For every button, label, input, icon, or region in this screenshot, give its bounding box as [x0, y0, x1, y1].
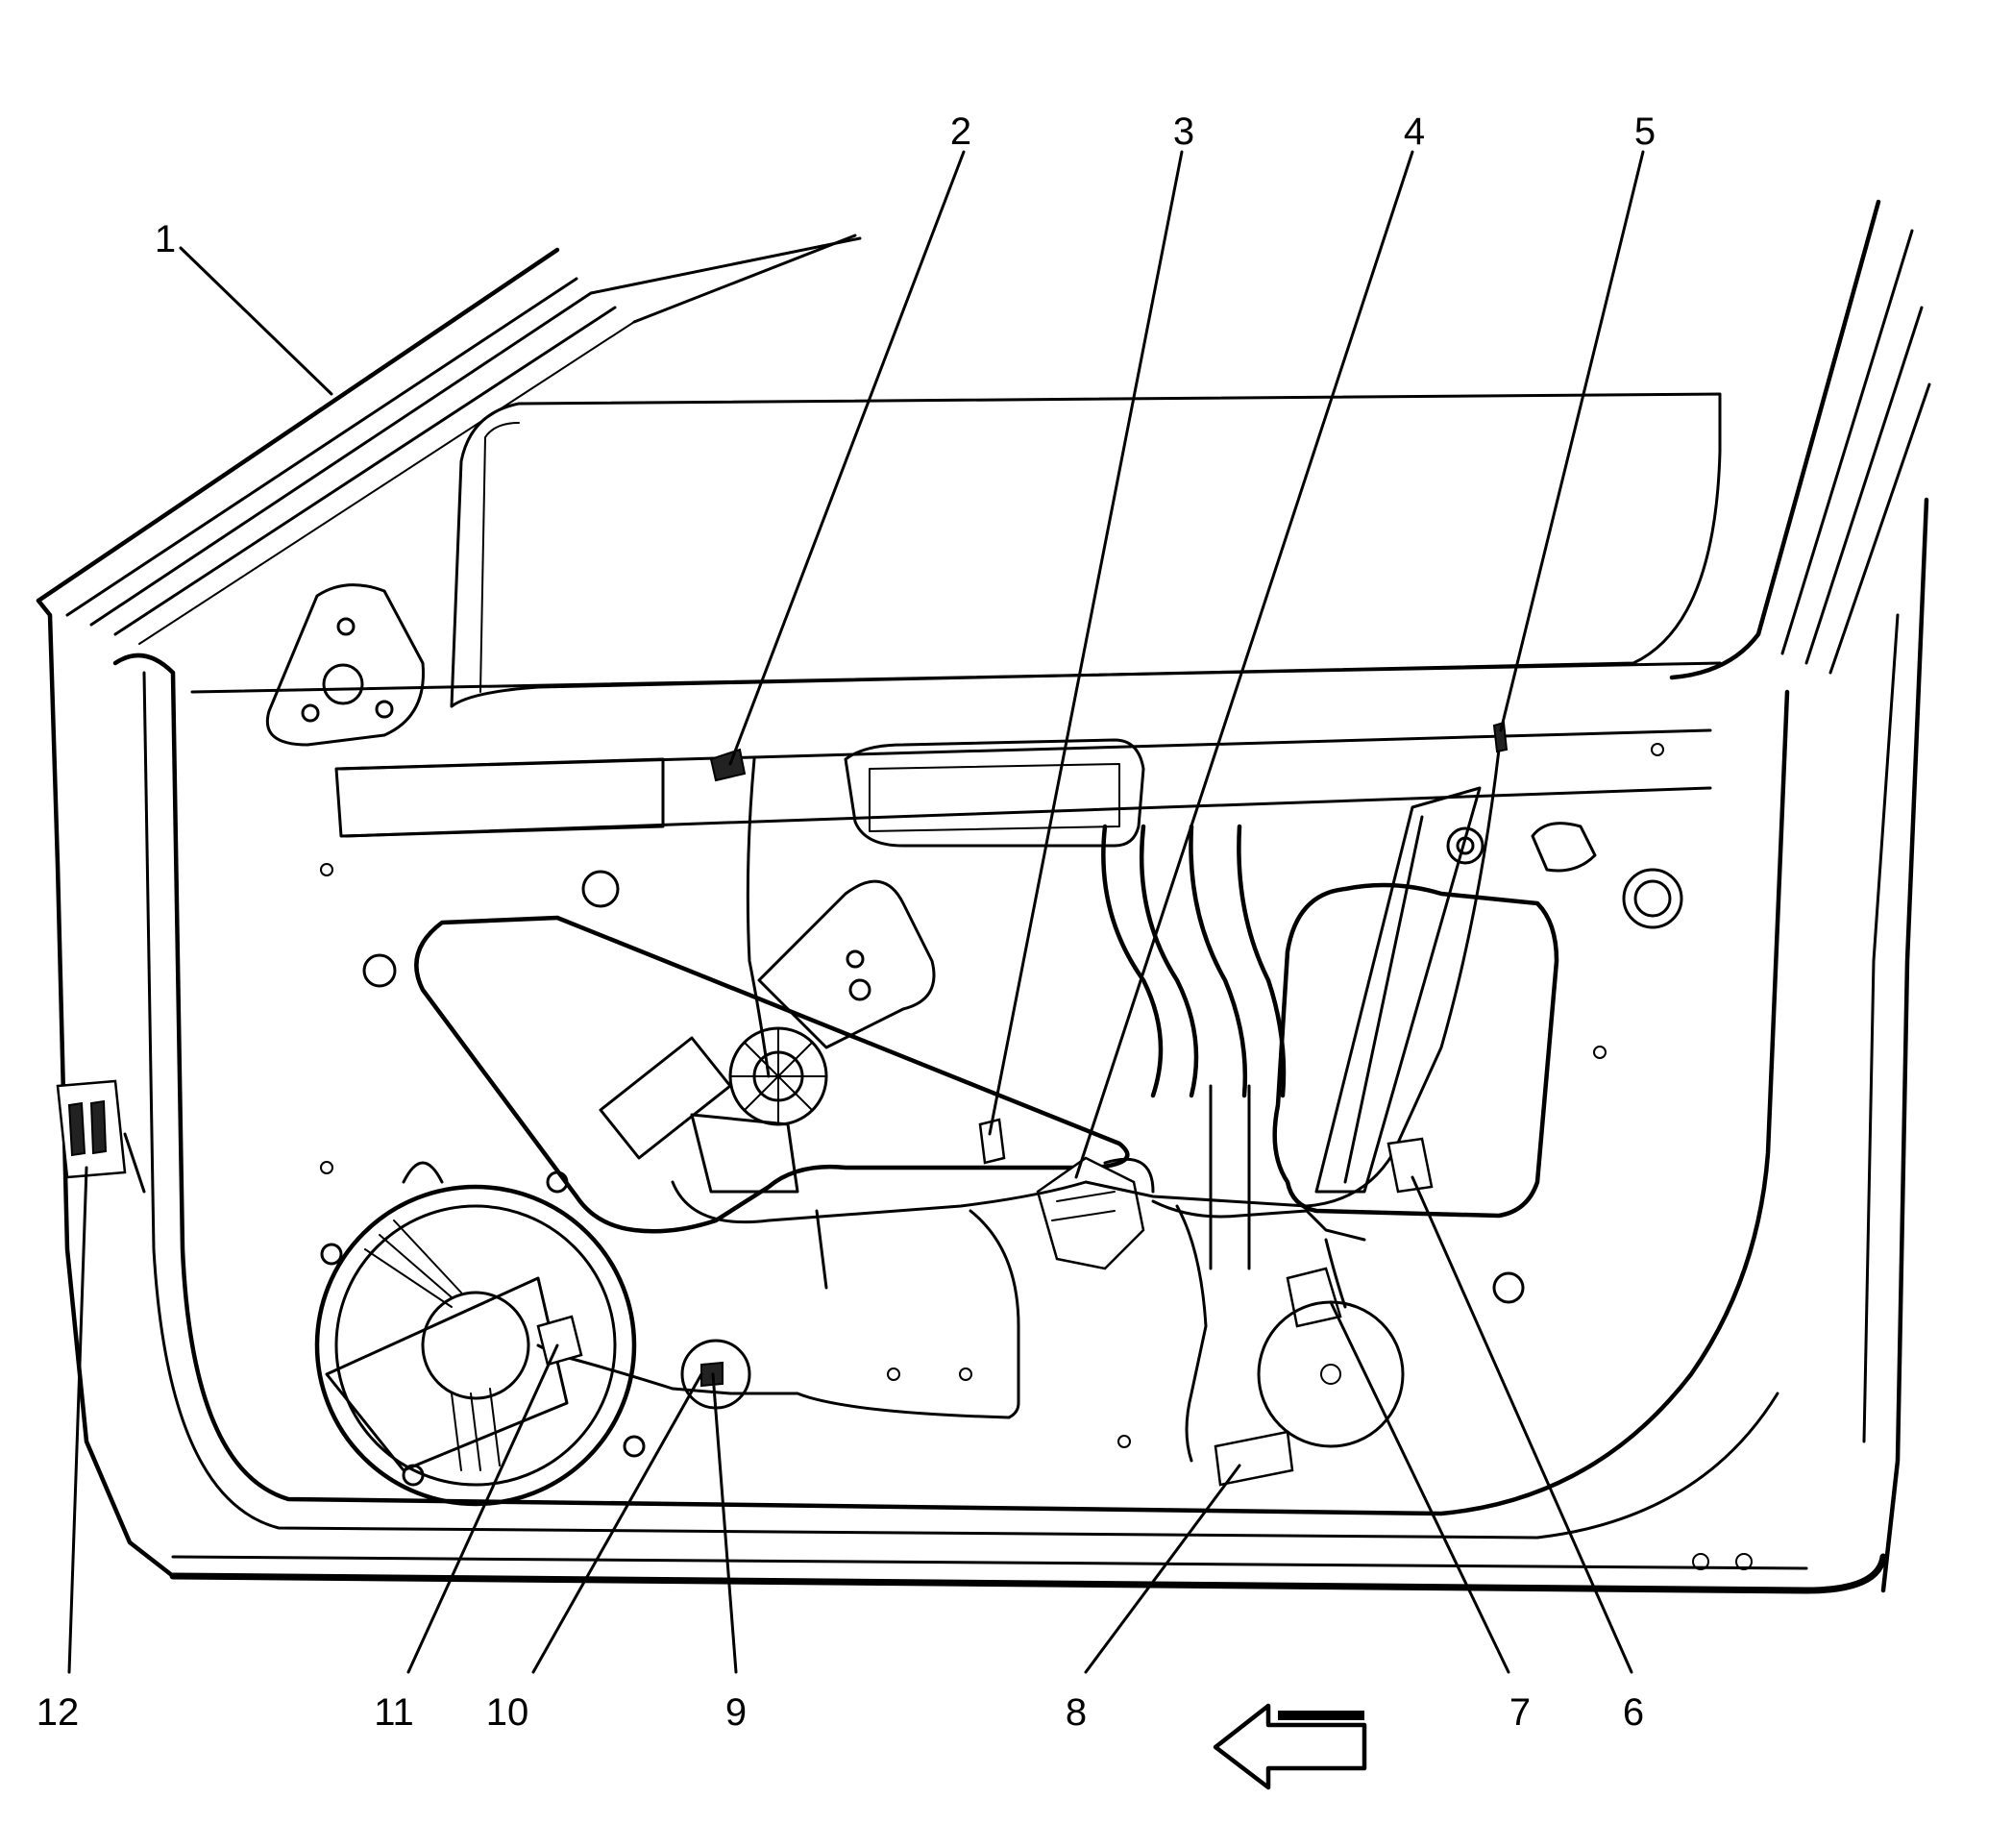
leader-10: [531, 1372, 703, 1674]
leader-11: [406, 1343, 559, 1674]
left-arrow-icon: [1213, 1703, 1367, 1790]
leader-5: [1499, 150, 1645, 732]
door-frame: [36, 199, 1931, 1594]
connector-12: [56, 1079, 127, 1179]
panel-holes: [320, 743, 1753, 1570]
connector-5: [1492, 721, 1509, 753]
callout-3: 3: [1173, 111, 1194, 153]
callout-2: 2: [950, 111, 971, 153]
connector-6: [1386, 1137, 1434, 1194]
connector-9: [680, 1339, 751, 1410]
leader-8: [1084, 1464, 1241, 1674]
speaker: [314, 1161, 646, 1507]
leader-9: [711, 1372, 738, 1674]
leader-4: [1074, 150, 1414, 1179]
window-motor: [599, 879, 936, 1194]
callout-9: 9: [725, 1691, 747, 1734]
callout-labels: 1 2 3 4 5 6 7 8 9 10 11 12: [37, 111, 1656, 1734]
callout-1: 1: [155, 218, 176, 260]
callout-11: 11: [374, 1691, 414, 1734]
callout-7: 7: [1509, 1691, 1531, 1734]
callout-12: 12: [37, 1691, 80, 1734]
leader-7: [1329, 1300, 1510, 1674]
window-regulator-track: [1314, 786, 1484, 1194]
callout-10: 10: [486, 1691, 529, 1734]
connector-2: [709, 748, 747, 782]
connector-11: [536, 1315, 583, 1367]
callout-8: 8: [1066, 1691, 1087, 1734]
leader-3: [988, 150, 1184, 1136]
wire-harness: [123, 748, 1501, 1463]
corrugated-conduits: [1101, 824, 1287, 1270]
leader-1: [179, 246, 333, 396]
leader-6: [1411, 1175, 1633, 1674]
door-lock-module: [1036, 1156, 1155, 1270]
leader-lines: [67, 150, 1645, 1674]
callout-6: 6: [1623, 1691, 1644, 1734]
connector-7: [1257, 1267, 1405, 1448]
leader-12: [67, 1166, 88, 1674]
connector-8: [1214, 1430, 1294, 1487]
leader-2: [728, 150, 966, 766]
callout-5: 5: [1634, 111, 1656, 153]
callout-4: 4: [1404, 111, 1425, 153]
